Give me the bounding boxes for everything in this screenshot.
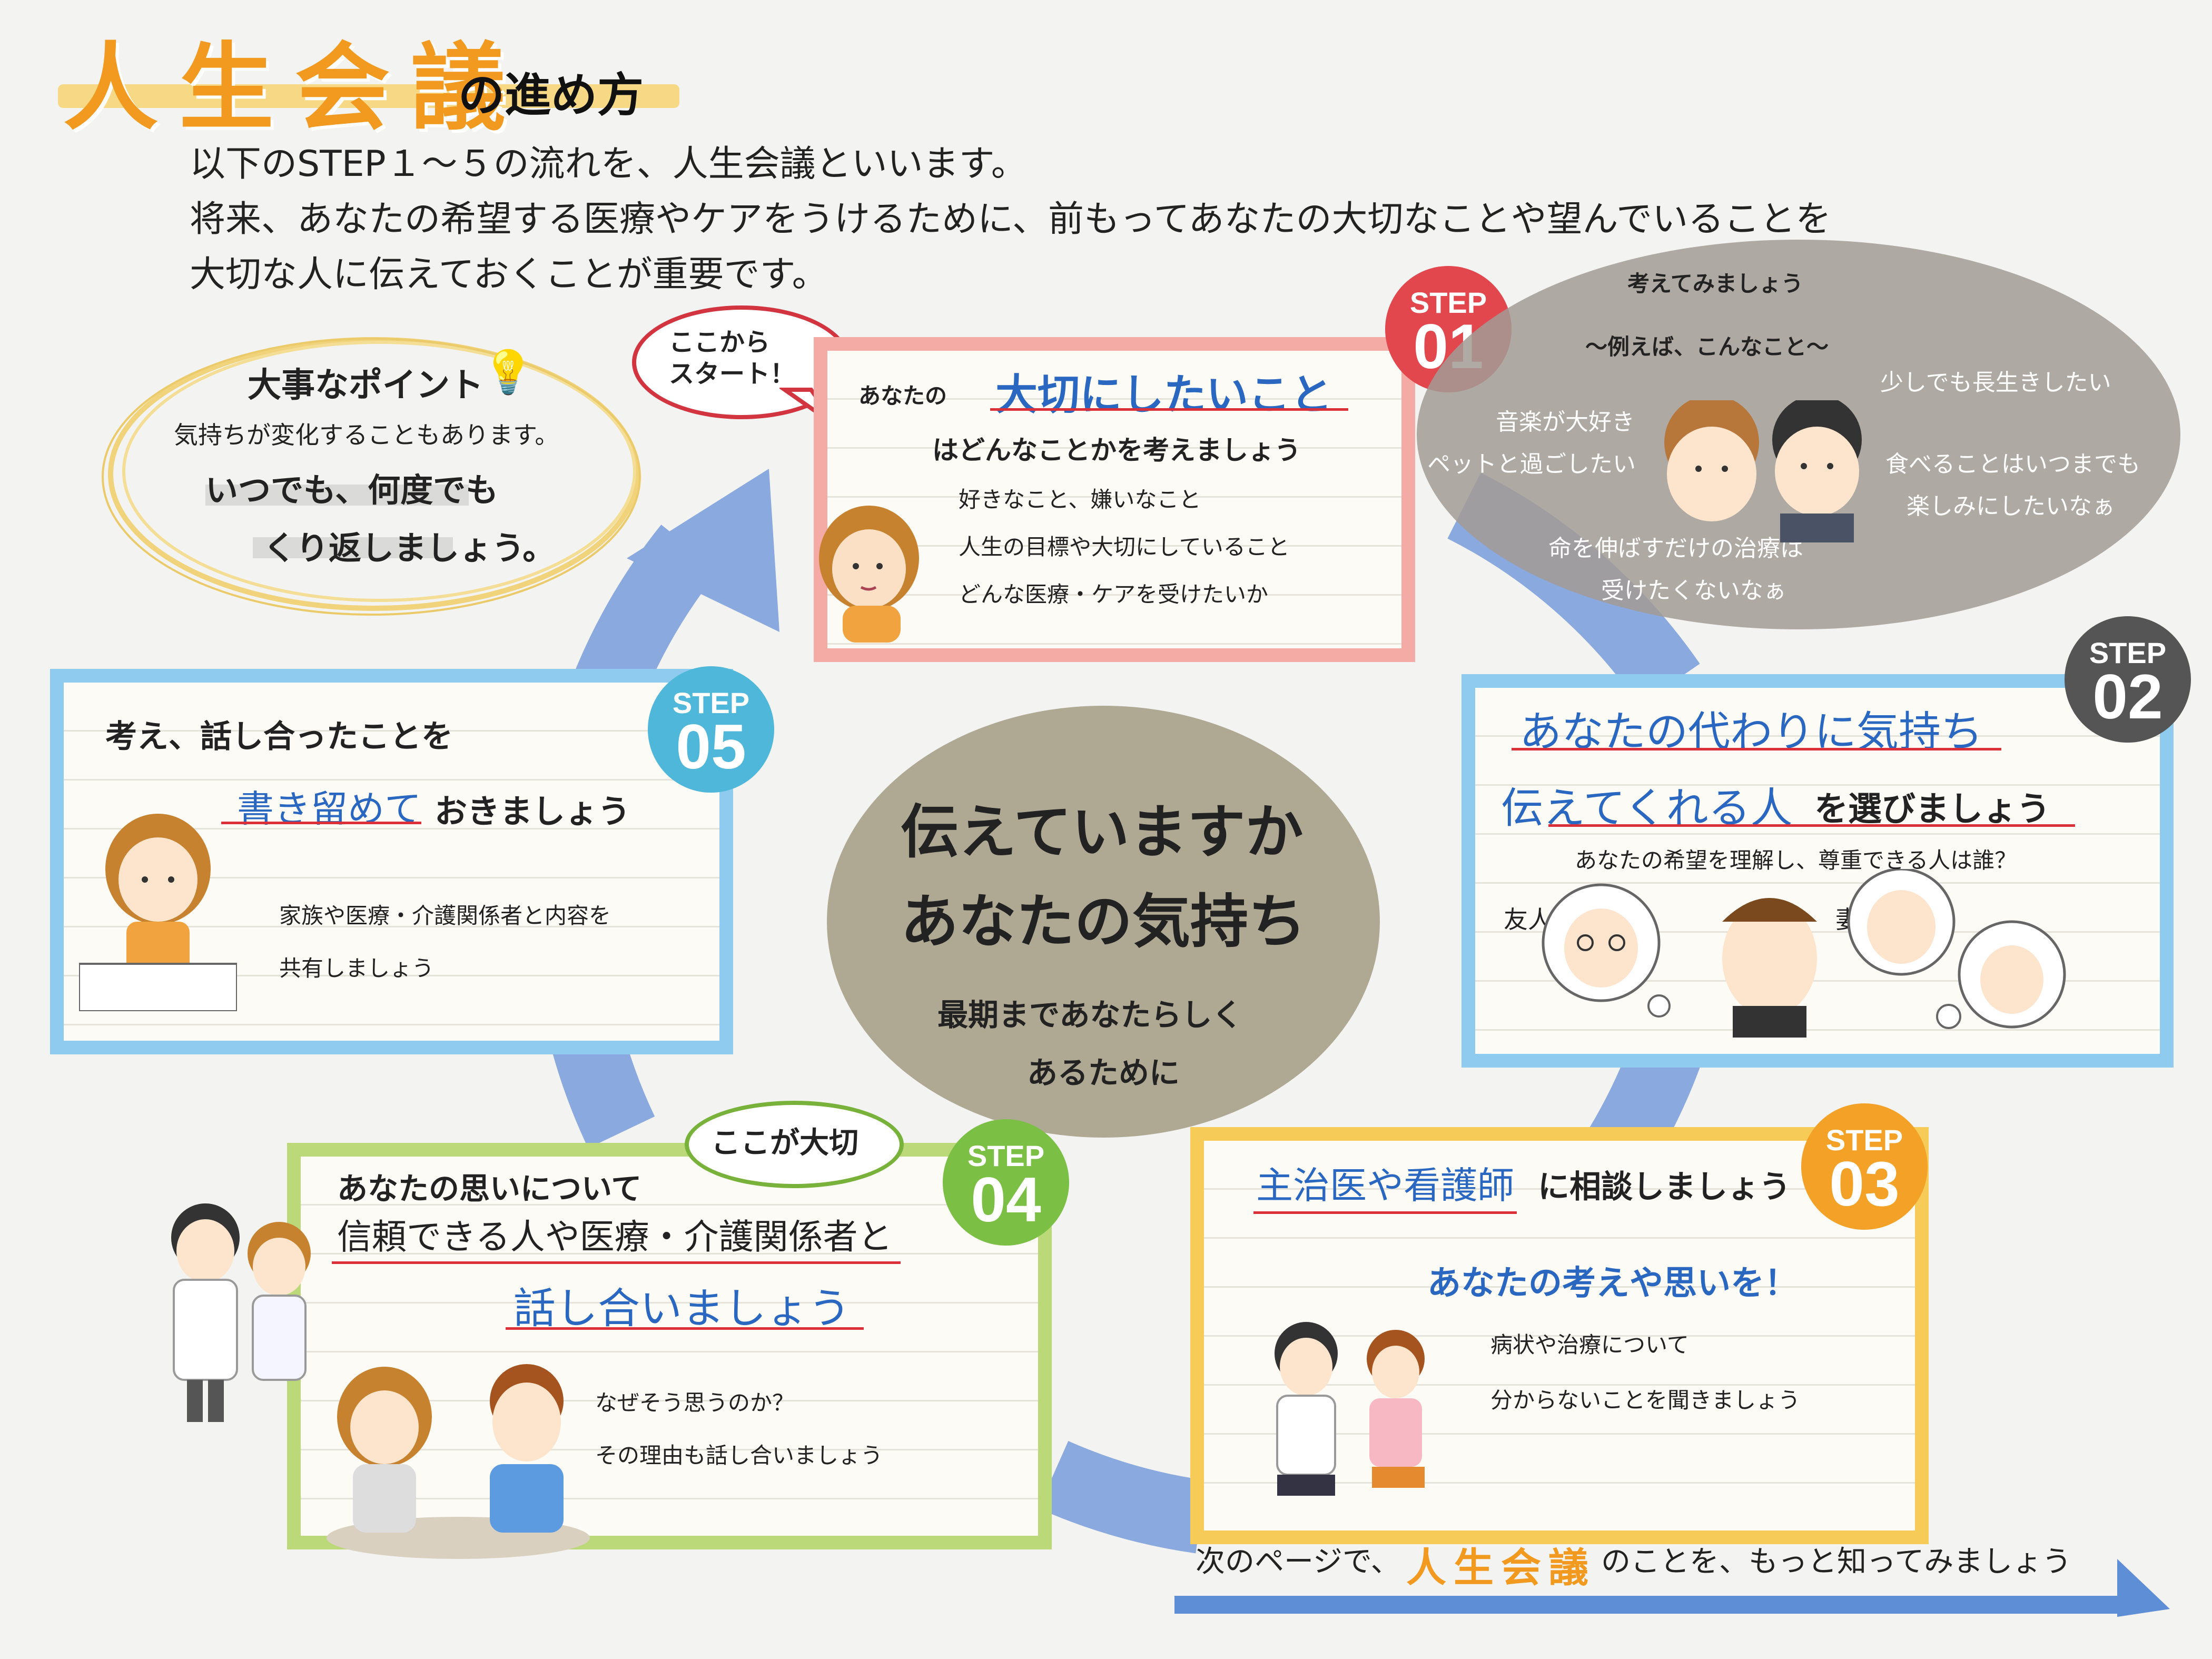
step3-underline [1253,1211,1517,1214]
think-text-b: 音楽が大好き [1496,409,1635,436]
footer-post: のことを、もっと知ってみましょう [1601,1545,2072,1579]
step3-line1-rest: に相談しましょう [1538,1169,1791,1206]
step2-underline-1 [1512,748,2001,750]
center-line-3: 最期まであなたらしく [937,997,1243,1033]
point-line-3: くり返しましょう。 [263,529,556,567]
step1-line2: はどんなことかを考えましょう [932,435,1301,466]
think-example: ～例えば、こんなこと～ [1585,334,1829,360]
step3-line2: あなたの考えや思いを！ [1427,1264,1798,1303]
step2-underline-2 [1548,824,2075,827]
lightbulb-icon: 💡 [482,348,535,397]
think-title: 考えてみましょう [1627,271,1803,297]
step4-underline-2 [506,1327,864,1330]
step2-sub: あなたの希望を理解し、尊重できる人は誰？ [1575,847,2017,873]
think-text-e: 楽しみにしたいなぁ [1907,493,2115,520]
think-text-a: 少しでも長生きしたい [1880,369,2111,396]
step4-line2: 信頼できる人や医療・介護関係者と [337,1217,893,1257]
step4-item-2: その理由も話し合いましょう [595,1443,883,1468]
point-line-1: 気持ちが変化することもあります。 [174,421,559,449]
point-line-2: いつでも、何度でも [205,471,499,509]
intro-line-1: 以下のSTEP１～５の流れを、人生会議といいます。 [190,143,1027,185]
step3-item-1: 病状や治療について [1490,1332,1689,1358]
start-bubble-line-2: スタート！ [669,359,796,389]
step5-item-2: 共有しましょう [279,955,434,981]
center-line-4: あるために [1027,1055,1180,1091]
step2-line2-rest: を選びましょう [1814,790,2050,829]
title-underline [58,84,679,108]
step1-item-1: 好きなこと、嫌いなこと [959,487,1201,512]
think-text-d: 食べることはいつまでも [1885,451,2140,478]
footer-highlight: 人生会議 [1406,1544,1596,1591]
step5-line1: 考え、話し合ったことを [105,718,453,755]
center-line-1: 伝えていますか [901,798,1303,866]
step4-underline-1 [332,1261,901,1264]
step1-item-2: 人生の目標や大切にしていること [959,534,1290,560]
center-circle [827,706,1380,1138]
doctor-nurse-illustration [171,1203,311,1422]
think-text-c: ペットと過ごしたい [1427,451,1636,478]
step4-bubble [685,1101,904,1188]
step4-bubble-text: ここが大切 [711,1126,858,1160]
trusted-people-illustration [1542,869,2066,1038]
step3-line1-hl: 主治医や看護師 [1256,1164,1514,1207]
intro-line-2: 将来、あなたの希望する医療やケアをうけるために、前もってあなたの大切なことや望ん… [190,199,1832,240]
page-title: 人生会議 [63,32,527,143]
step1-card [814,337,1415,662]
step1-highlight: 大切にしたいこと [995,370,1332,419]
point-title: 大事なポイント [248,366,483,405]
couple-illustration [1664,400,1862,542]
think-text-f: 命を伸ばすだけの治療は [1548,535,1803,562]
start-bubble-line-1: ここから [669,328,771,357]
page-subtitle: の進め方 [458,68,644,122]
step5-item-1: 家族や医療・介護関係者と内容を [279,903,611,929]
intro-line-3: 大切な人に伝えておくことが重要です。 [190,254,828,295]
step3-item-2: 分からないことを聞きましょう [1490,1387,1801,1413]
conversation-illustration [327,1364,590,1559]
point-oval [102,337,641,616]
step4-line1: あなたの思いについて [337,1171,642,1207]
thinking-woman-illustration [819,506,919,643]
center-line-2: あなたの気持ち [901,888,1306,955]
step5-line2-hl: 書き留めて [237,787,421,831]
step1-item-3: どんな医療・ケアを受けたいか [959,581,1269,607]
step5-line2-rest: おきましょう [434,792,631,831]
think-text-g: 受けたくないなぁ [1601,577,1786,604]
step4-line3: 話し合いましょう [514,1284,851,1333]
step5-underline [221,822,421,824]
doctor-patient-illustration [1275,1322,1425,1496]
step4-item-1: なぜそう思うのか？ [595,1390,795,1416]
footer-pre: 次のページで、 [1196,1545,1400,1579]
writing-woman-illustration [79,814,237,1011]
step1-lead: あなたの [858,383,947,409]
step1-underline [990,408,1348,411]
